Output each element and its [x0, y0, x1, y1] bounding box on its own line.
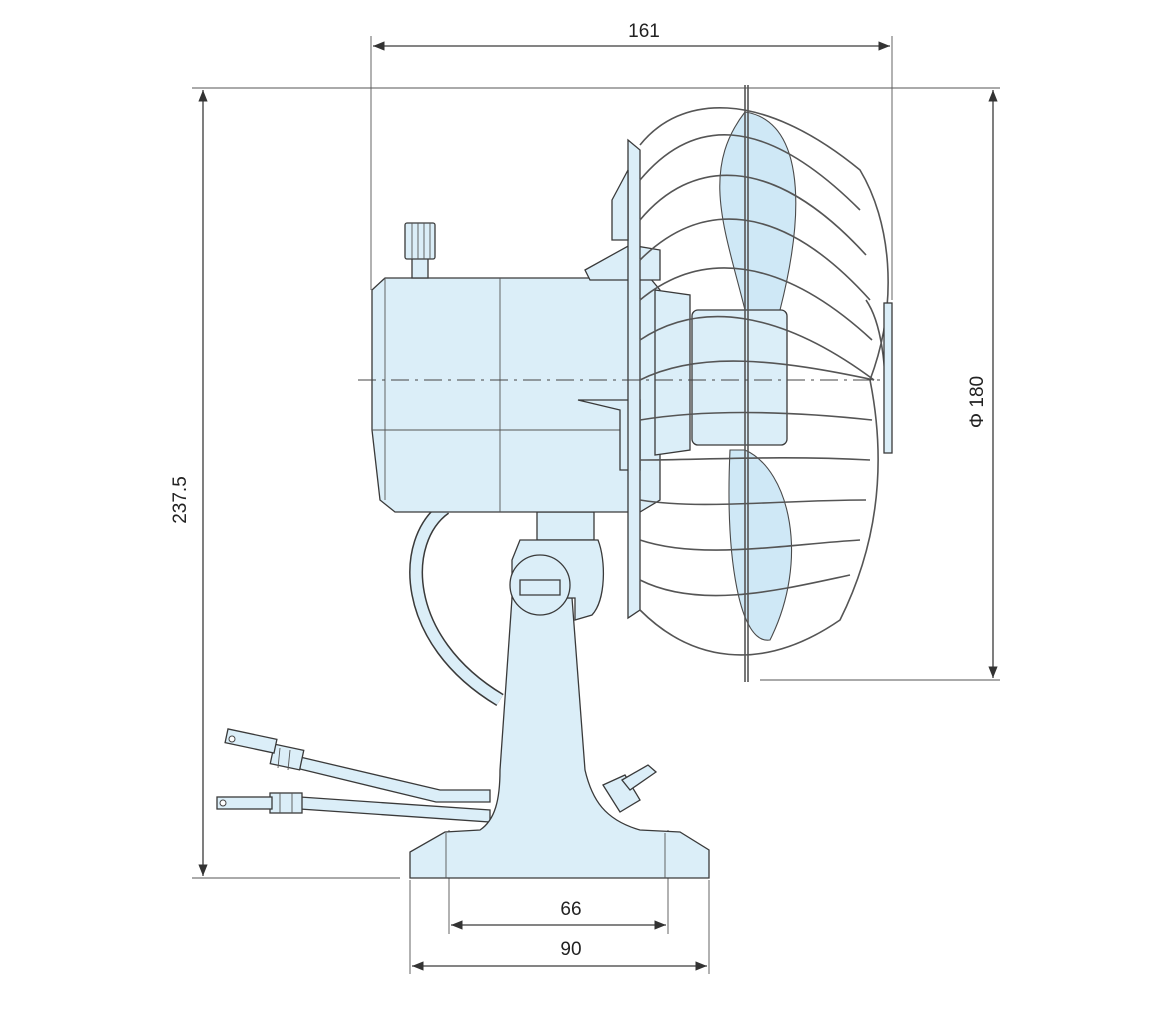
- wire-guard: [639, 85, 893, 682]
- dimension-base-width: 90: [409, 880, 710, 974]
- dimension-overall-height: 237.5: [170, 87, 1000, 879]
- dimension-overall-depth: 161: [370, 21, 893, 300]
- speed-knob: [404, 222, 436, 279]
- overall-height-label: 237.5: [170, 476, 191, 524]
- dimension-guard-diameter: Φ 180: [760, 90, 1000, 681]
- power-cord: [409, 502, 504, 706]
- fan-blades: [654, 111, 797, 641]
- pedestal: [409, 597, 710, 879]
- overall-depth-label: 161: [628, 21, 660, 42]
- guard-diameter-label: Φ 180: [967, 376, 988, 428]
- pivot-joint: [509, 511, 605, 621]
- lead-wires: [216, 728, 491, 823]
- base-width-label: 90: [560, 939, 581, 960]
- motor-housing: [371, 244, 661, 513]
- toggle-switch: [602, 764, 658, 813]
- mount-hole-spacing-label: 66: [560, 899, 581, 920]
